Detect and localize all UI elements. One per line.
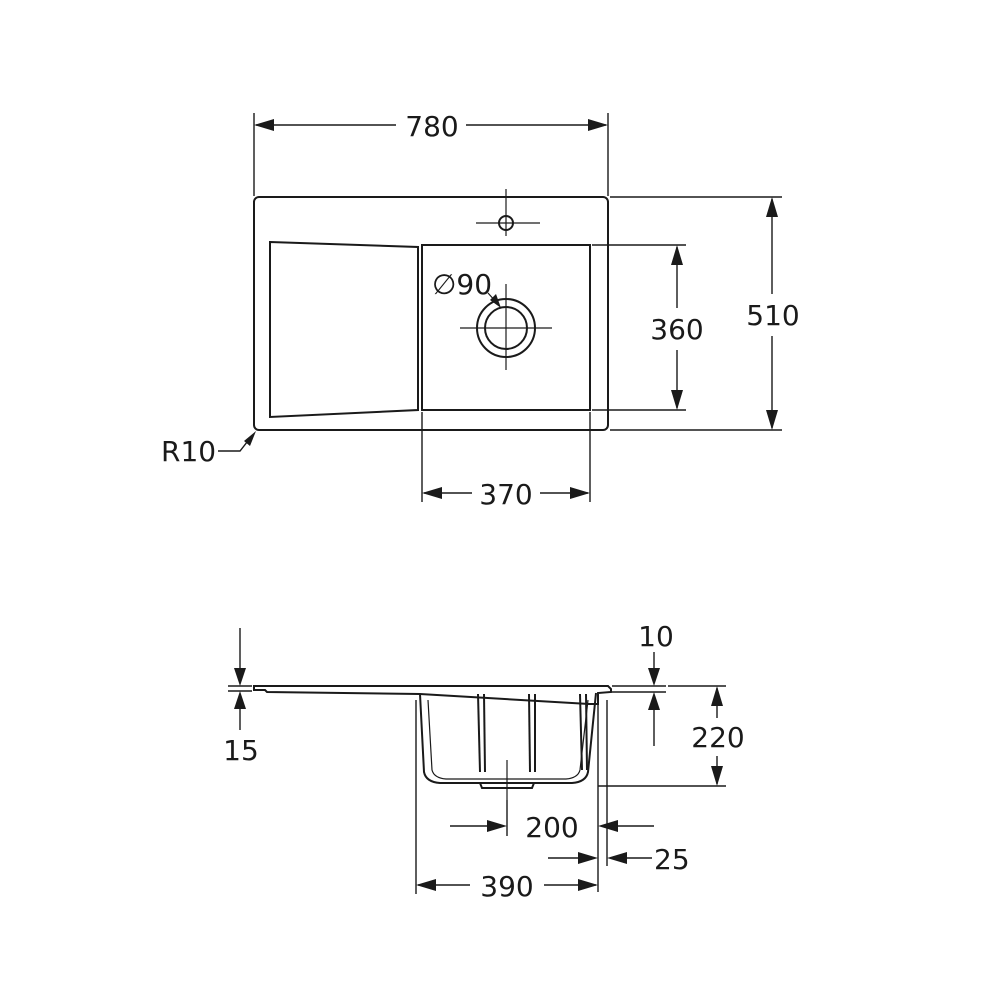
svg-text:15: 15 (223, 734, 259, 767)
drainer-outline (269, 240, 419, 419)
dimension-220: 220 (598, 685, 745, 787)
dimension-360: 360 (592, 244, 704, 411)
dimension-25: 25 (548, 700, 690, 892)
svg-text:780: 780 (405, 110, 458, 143)
bowl-outline (421, 244, 591, 411)
tap-hole (476, 189, 540, 236)
top-view: ∅90 780 510 3 (161, 110, 800, 511)
drain-diameter-label: ∅90 (432, 268, 492, 301)
svg-text:390: 390 (480, 870, 533, 903)
bowl-ribs (477, 693, 588, 773)
sink-outline (253, 196, 609, 431)
svg-text:R10: R10 (161, 435, 216, 468)
svg-text:360: 360 (650, 313, 703, 346)
drain-leader-arrow (490, 294, 501, 308)
dimension-390: 390 (415, 700, 598, 903)
drain-outlet (479, 760, 535, 800)
dimension-r10: R10 (161, 431, 256, 468)
dimension-200: 200 (450, 700, 654, 844)
rim-outline (253, 685, 612, 705)
bowl-body (419, 692, 597, 784)
dimension-510: 510 (610, 196, 800, 431)
svg-text:510: 510 (746, 299, 799, 332)
dimension-10: 10 (612, 620, 674, 746)
svg-text:25: 25 (654, 843, 690, 876)
dimension-370: 370 (421, 412, 591, 511)
side-view: 15 10 220 (223, 620, 745, 903)
svg-text:200: 200 (525, 811, 578, 844)
drain (460, 284, 552, 370)
dimension-15: 15 (223, 628, 259, 767)
svg-text:370: 370 (479, 478, 532, 511)
svg-text:10: 10 (638, 620, 674, 653)
dimension-780: 780 (253, 110, 609, 196)
svg-text:220: 220 (691, 721, 744, 754)
